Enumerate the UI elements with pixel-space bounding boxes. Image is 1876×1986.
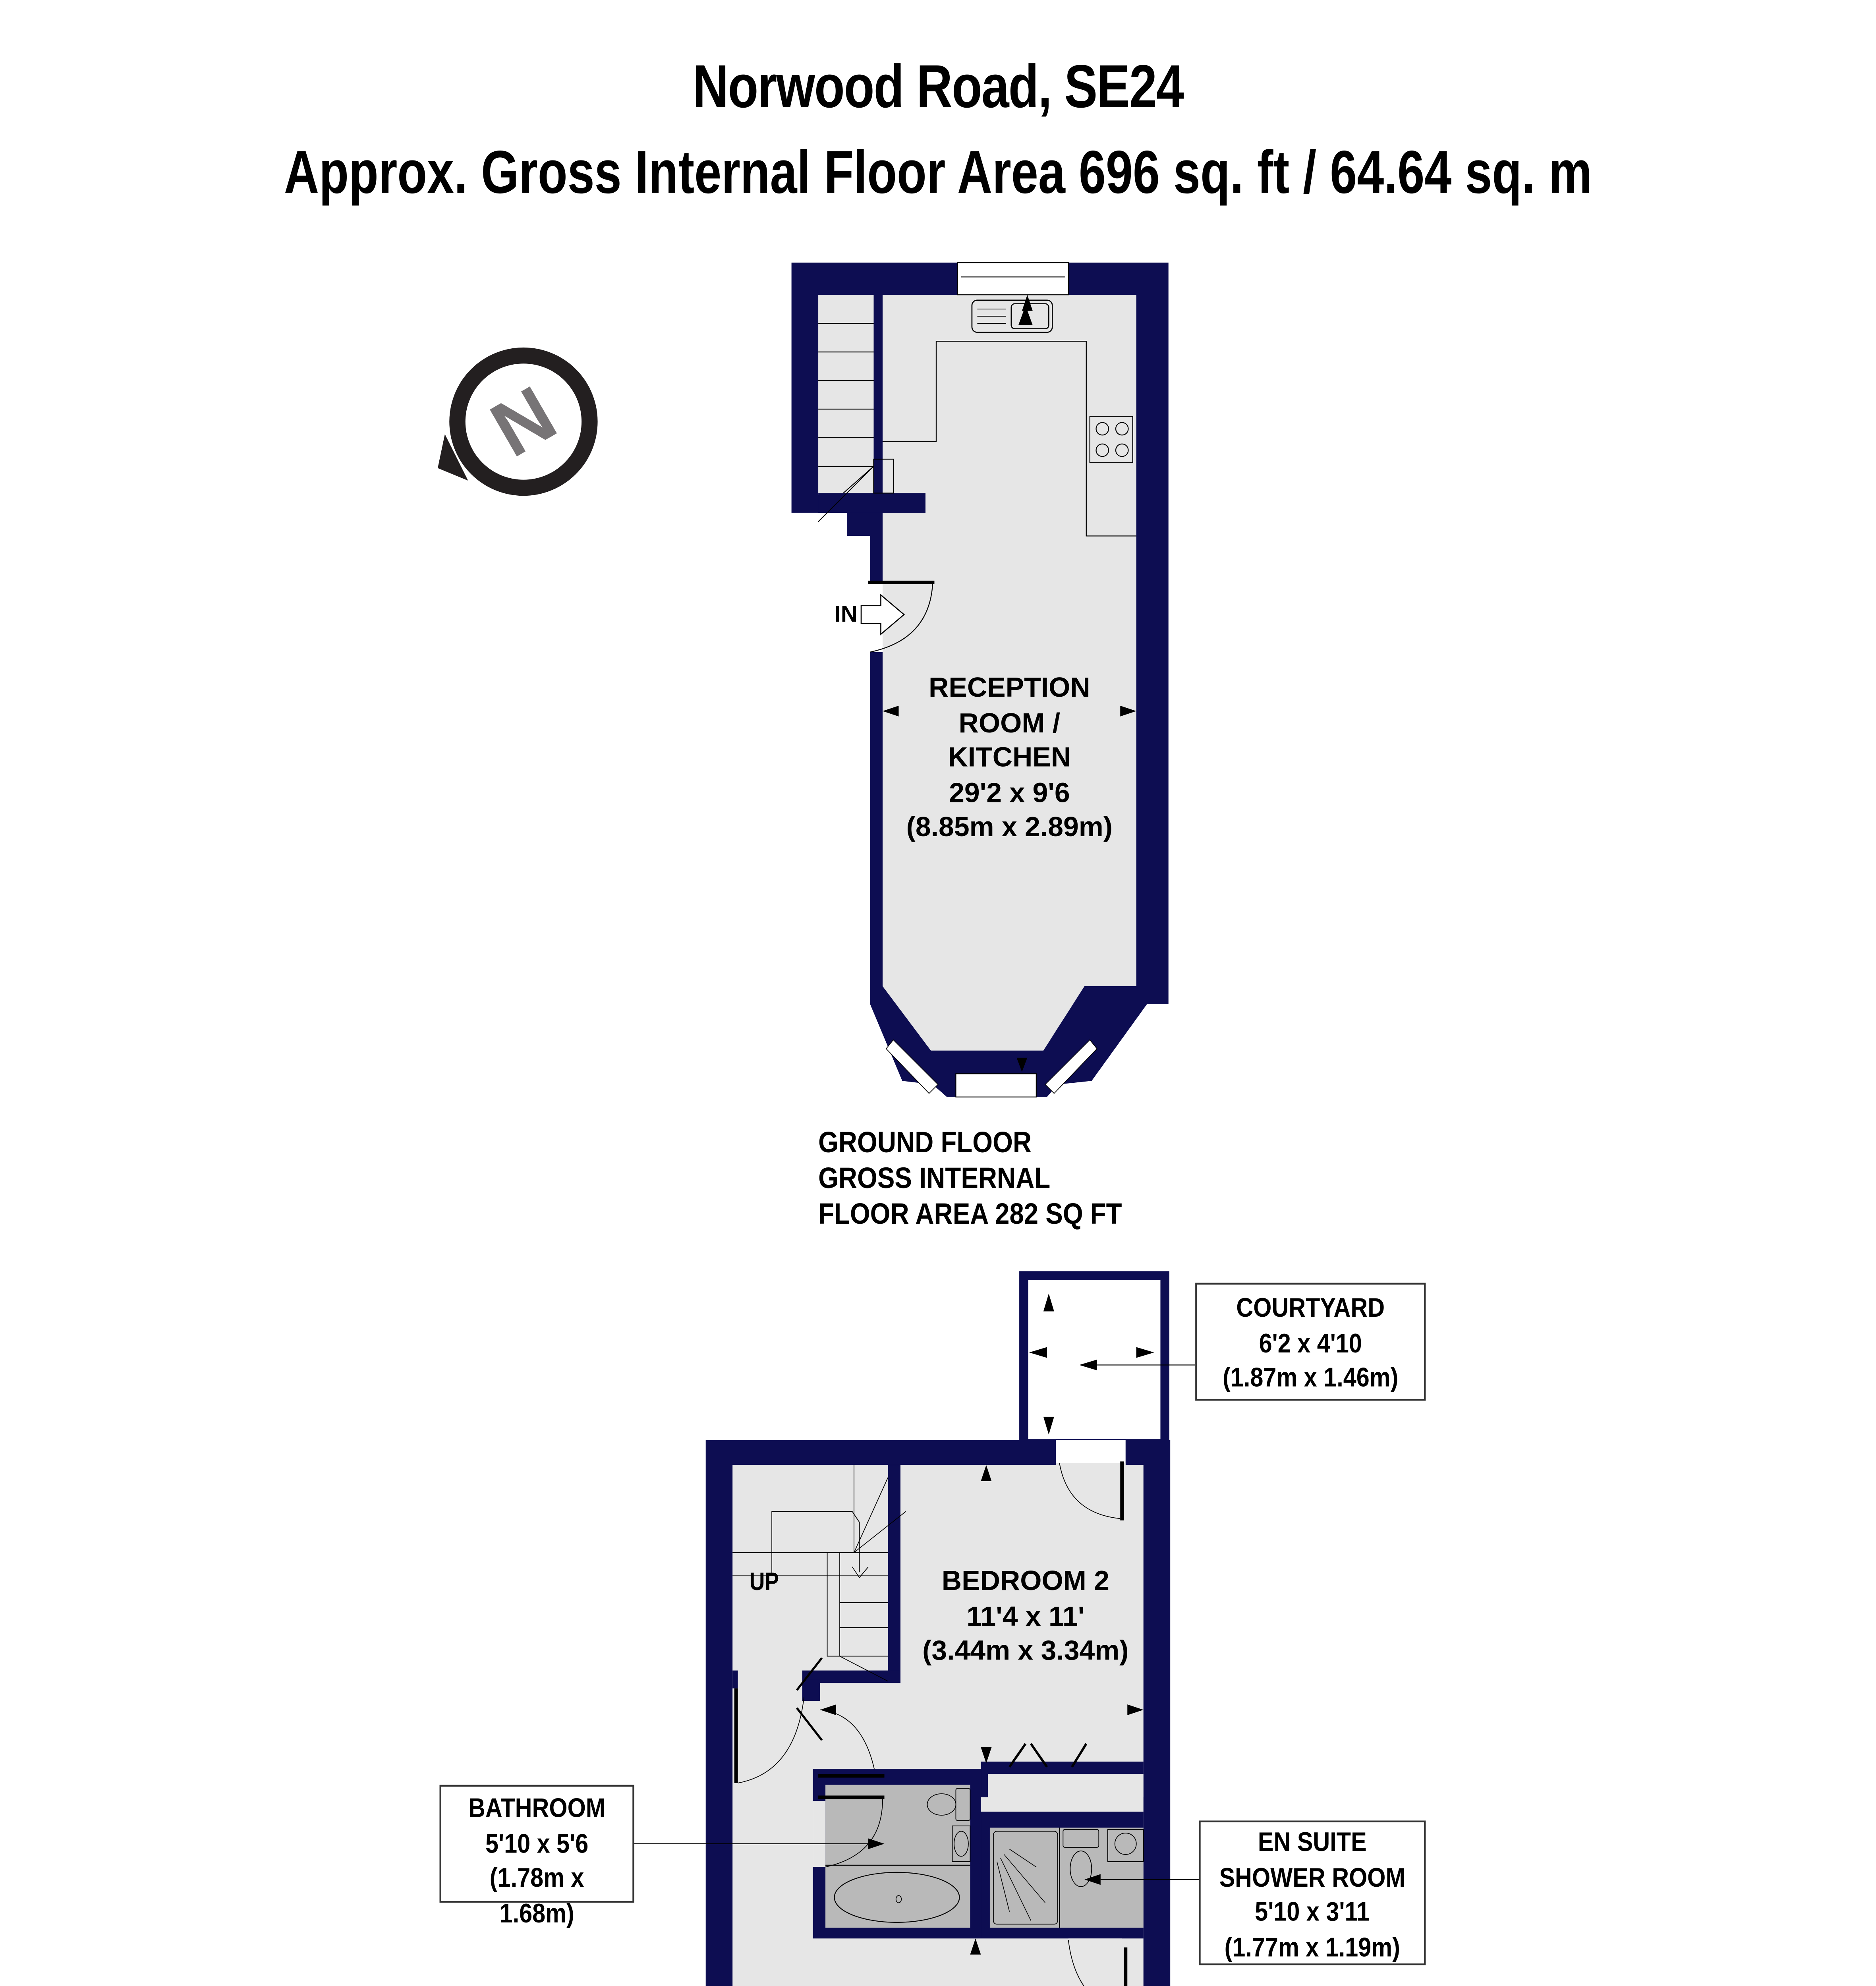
lower-ground-floor-plan [634,1271,1199,1986]
basin-icon [1107,1829,1144,1862]
basin-icon [952,1826,971,1862]
room-name: EN SUITE [1258,1828,1367,1858]
room-name: RECEPTION [928,673,1090,704]
room-name: KITCHEN [948,743,1071,774]
floor-area-caption: GROSS INTERNAL [818,1163,1051,1196]
callout-bathroom: BATHROOM 5'10 x 5'6 (1.78m x 1.68m) [439,1785,634,1929]
shower-icon [993,1828,1060,1928]
toilet-icon [927,1788,971,1821]
stair-up-label: UP [749,1567,779,1596]
room-label-reception-kitchen: RECEPTION ROOM / KITCHEN 29'2 x 9'6 (8.8… [902,672,1117,846]
room-name: SHOWER ROOM [1219,1862,1405,1893]
property-address: Norwood Road, SE24 [692,53,1184,122]
room-name: ROOM / [958,708,1061,739]
room-name: BATHROOM [468,1793,606,1824]
floor-area-value: FLOOR AREA 282 SQ FT [818,1199,1122,1231]
room-dimensions-imperial: 11'4 x 11' [966,1602,1085,1632]
room-dimensions-metric: (1.87m x 1.46m) [1223,1363,1399,1394]
room-dimensions-metric: (8.85m x 2.89m) [906,813,1113,844]
floor-name: GROUND FLOOR [818,1127,1032,1160]
bath-icon [825,1864,970,1923]
room-name: BEDROOM 2 [941,1567,1109,1598]
total-floor-area: Approx. Gross Internal Floor Area 696 sq… [284,139,1592,207]
room-dimensions-metric: (1.77m x 1.19m) [1224,1932,1400,1963]
callout-courtyard: COURTYARD 6'2 x 4'10 (1.87m x 1.46m) [1195,1283,1426,1401]
hob-icon [1089,415,1133,464]
room-label-bedroom-2: BEDROOM 2 11'4 x 11' (3.44m x 3.34m) [904,1565,1147,1669]
room-dimensions-imperial: 5'10 x 5'6 [485,1828,589,1859]
room-dimensions-imperial: 5'10 x 3'11 [1255,1897,1370,1928]
svg-text:N: N [477,369,570,473]
room-dimensions-imperial: 29'2 x 9'6 [949,778,1070,809]
north-arrow-icon: N [438,347,598,496]
callout-en-suite: EN SUITE SHOWER ROOM 5'10 x 3'11 (1.77m … [1199,1820,1426,1965]
toilet-icon [1063,1829,1099,1887]
room-name: COURTYARD [1236,1293,1385,1324]
entrance-arrow-icon [860,593,905,636]
entrance-label: IN [834,600,858,627]
room-dimensions-metric: (3.44m x 3.34m) [922,1636,1129,1667]
ground-floor-area-label: GROUND FLOOR GROSS INTERNAL FLOOR AREA 2… [818,1126,1122,1233]
room-dimensions-imperial: 6'2 x 4'10 [1259,1328,1362,1359]
ground-floor-plan [791,262,1169,1097]
room-dimensions-metric: (1.78m x 1.68m) [489,1863,584,1929]
